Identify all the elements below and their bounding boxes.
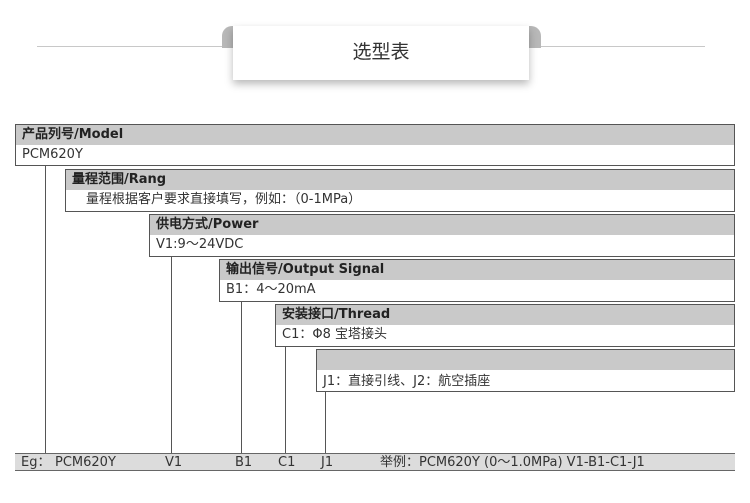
power-value: V1:9～24VDC	[156, 237, 244, 252]
range-value: 量程根据客户要求直接填写，例如：（0-1MPa）	[86, 192, 362, 207]
example-output: B1	[235, 455, 253, 470]
power-header: 供电方式/Power	[150, 215, 734, 235]
title-tab-right	[527, 26, 541, 48]
output-header: 输出信号/Output Signal	[220, 260, 734, 280]
example-full: 举例：PCM620Y (0～1.0MPa) V1-B1-C1-J1	[380, 455, 645, 470]
example-label: Eg：	[21, 455, 51, 470]
connection-box	[316, 349, 735, 392]
example-model: PCM620Y	[55, 455, 116, 470]
title-rule-left	[37, 46, 237, 47]
model-box	[15, 124, 735, 166]
connector-connection	[325, 392, 326, 453]
output-value: B1：4～20mA	[226, 282, 316, 297]
range-box	[65, 169, 735, 212]
model-header: 产品列号/Model	[16, 125, 734, 145]
thread-value: C1：Φ8 宝塔接头	[282, 327, 387, 342]
example-bar: Eg： PCM620Y V1 B1 C1 J1 举例：PCM620Y (0～1.…	[15, 453, 735, 471]
connector-power	[171, 257, 172, 453]
connector-output	[241, 302, 242, 453]
example-power: V1	[165, 455, 183, 470]
thread-box	[275, 304, 735, 347]
output-box	[219, 259, 735, 302]
page-title-text: 选型表	[352, 41, 410, 63]
example-connection: J1	[321, 455, 334, 470]
range-header: 量程范围/Rang	[66, 170, 734, 190]
title-tab-left	[222, 26, 236, 48]
connector-thread	[285, 347, 286, 453]
connector-model	[45, 166, 46, 453]
connection-value: J1：直接引线、J2：航空插座	[323, 374, 491, 389]
title-rule-right	[525, 46, 705, 47]
page-title: 选型表	[233, 26, 529, 80]
thread-header: 安装接口/Thread	[276, 305, 734, 325]
example-thread: C1	[278, 455, 296, 470]
power-box	[149, 214, 735, 257]
connection-header	[317, 350, 734, 370]
model-value: PCM620Y	[22, 147, 83, 162]
